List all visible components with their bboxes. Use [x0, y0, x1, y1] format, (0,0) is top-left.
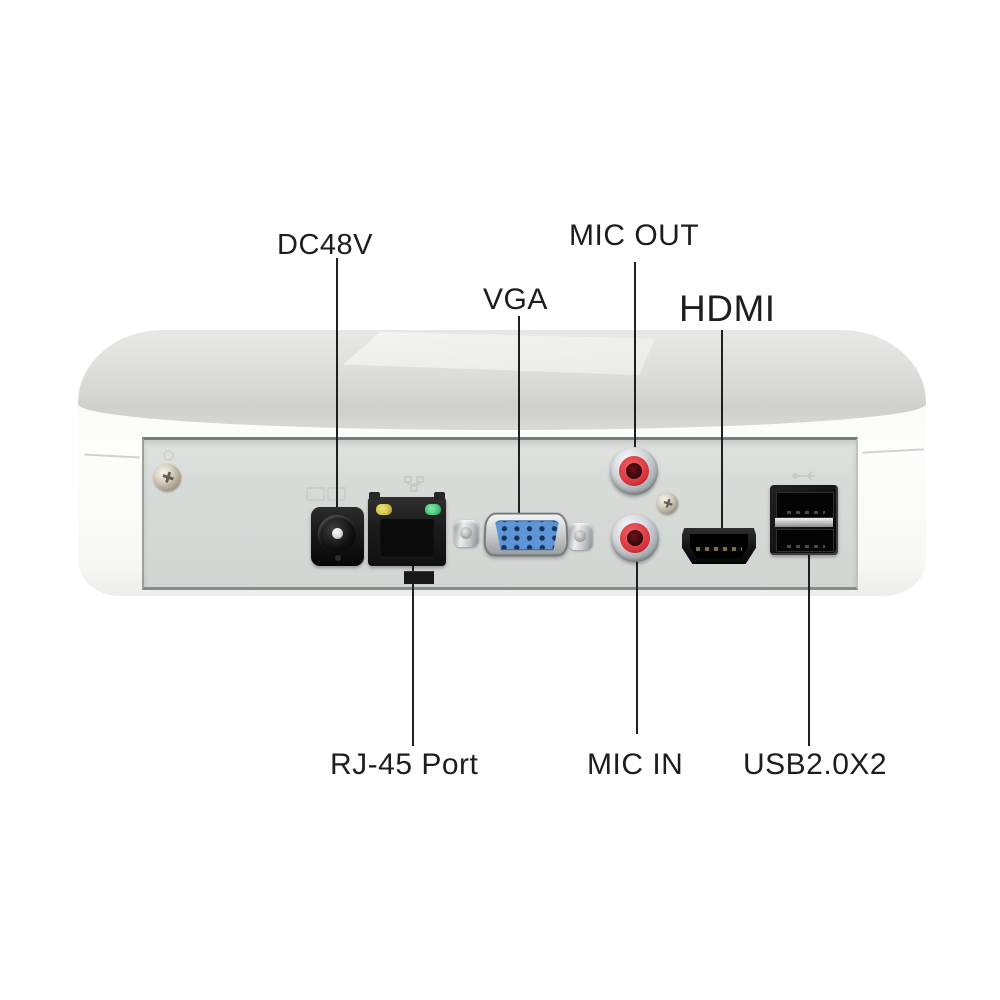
panel-screw-icon	[657, 493, 678, 514]
label-rj45: RJ-45 Port	[330, 748, 479, 781]
leader-line-hdmi	[721, 330, 723, 540]
label-vga: VGA	[483, 283, 548, 316]
hdmi-port-icon	[682, 528, 756, 564]
label-mic-out: MIC OUT	[569, 219, 700, 252]
usb-divider	[775, 518, 833, 527]
leader-line-usb	[808, 548, 810, 746]
lan-icon	[404, 476, 424, 492]
rj45-latch	[404, 571, 434, 584]
rca-red-ring	[619, 456, 649, 486]
vga-screw-post	[454, 520, 479, 547]
usb-icon	[792, 471, 815, 481]
left-side-seam	[83, 453, 141, 459]
rj45-port-icon	[368, 492, 446, 584]
ground-mark-icon	[163, 450, 174, 461]
rj45-led-yellow	[376, 504, 392, 515]
label-mic-in: MIC IN	[587, 748, 684, 781]
usb-port-bottom	[776, 529, 834, 552]
label-usb: USB2.0X2	[743, 748, 888, 781]
dc-jack-ring	[318, 515, 356, 553]
usb-port-top	[776, 492, 834, 518]
dc-power-jack-icon	[311, 507, 364, 566]
rj45-tab	[369, 492, 380, 500]
rj45-tab	[434, 492, 445, 500]
leader-line-dc48v	[336, 258, 338, 534]
vga-screw-post	[568, 523, 593, 550]
rca-center-hole	[626, 463, 642, 479]
leader-line-mic-in	[636, 540, 638, 734]
panel-screw-icon	[154, 464, 181, 491]
vga-port-icon	[482, 512, 570, 557]
rca-red-ring	[620, 523, 650, 553]
rj45-opening	[380, 519, 434, 584]
hdmi-pins	[696, 547, 742, 551]
label-dc48v: DC48V	[277, 229, 373, 261]
leader-line-mic-out	[634, 262, 636, 470]
label-hdmi: HDMI	[679, 288, 776, 329]
vga-pin-field	[492, 520, 561, 550]
usb-contacts	[787, 511, 825, 514]
top-sticker	[343, 331, 655, 376]
dc-jack-pin	[332, 528, 343, 539]
leader-line-vga	[518, 316, 520, 520]
power-mark-icon	[306, 487, 325, 501]
leader-line-rj45	[412, 558, 414, 746]
rj45-led-green	[425, 504, 441, 515]
rca-mic-out-icon	[610, 447, 658, 495]
rca-mic-in-icon	[611, 514, 659, 562]
usb-contacts	[787, 545, 825, 548]
usb-ports-icon	[770, 485, 838, 555]
rear-panel	[142, 437, 858, 590]
device-top-surface	[78, 330, 926, 430]
dc-jack-notch	[335, 555, 341, 561]
rca-center-hole	[627, 530, 643, 546]
right-side-seam	[861, 448, 925, 454]
hdmi-opening	[690, 534, 748, 558]
